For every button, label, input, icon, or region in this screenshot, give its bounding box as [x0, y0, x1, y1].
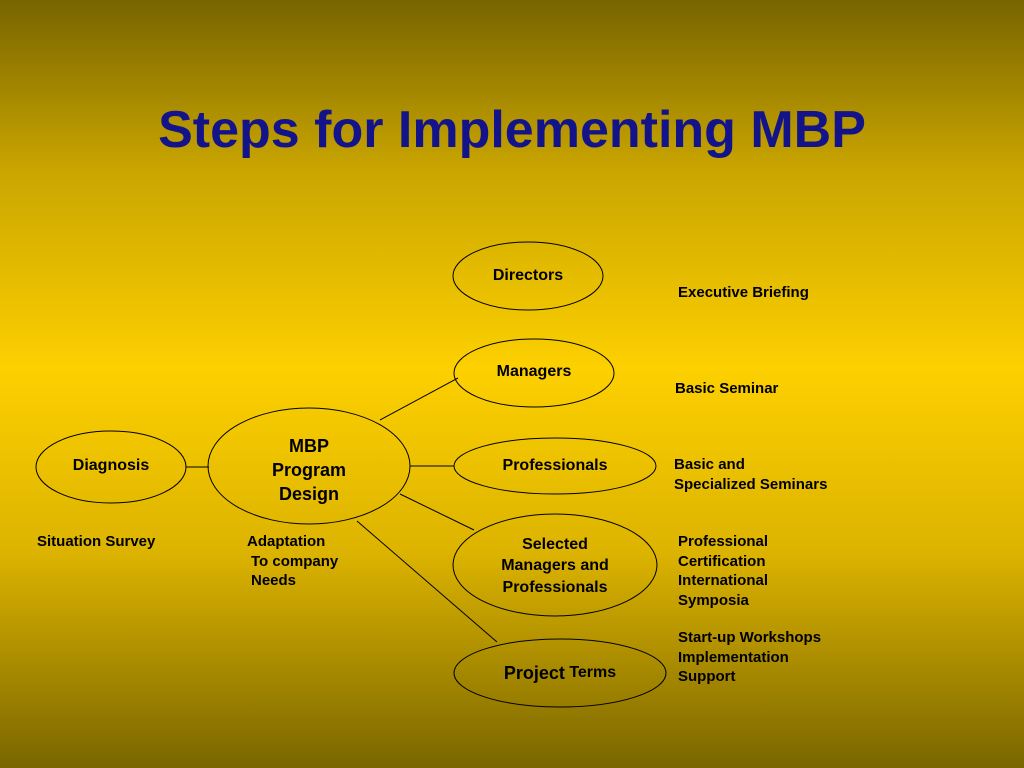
- executive-briefing-note: Executive Briefing: [678, 284, 809, 301]
- managers-ellipse: [453, 338, 615, 408]
- diagnosis-ellipse: [35, 430, 187, 504]
- slide-title: Steps for Implementing MBP: [158, 101, 866, 159]
- mbp-ellipse: [207, 407, 411, 525]
- selected-ellipse: [452, 513, 658, 617]
- startup-workshops-note: Start-up Workshops Implementation Suppor…: [678, 629, 822, 685]
- professionals-label: Professionals: [502, 457, 608, 475]
- connector-mbp-project: [356, 520, 498, 643]
- mbp-program-design-label: MBP Program Design: [271, 435, 347, 505]
- directors-label: Directors: [492, 267, 564, 285]
- professional-certification-note: Professional Certification International…: [678, 533, 769, 609]
- selected-managers-professionals-label: Selected Managers and Professionals: [501, 535, 609, 596]
- connector-mbp-managers: [379, 377, 459, 421]
- professionals-ellipse: [453, 437, 657, 495]
- diagnosis-label: Diagnosis: [72, 457, 150, 475]
- situation-survey-note: Situation Survey: [37, 533, 156, 550]
- project-terms-label: Project Terms: [503, 662, 617, 683]
- basic-specialized-seminars-note: Basic and Specialized Seminars: [674, 456, 828, 493]
- basic-seminar-note: Basic Seminar: [675, 380, 779, 397]
- connector-mbp-selected: [399, 493, 475, 531]
- adaptation-note: Adaptation To company Needs: [247, 533, 339, 589]
- managers-label: Managers: [496, 363, 572, 381]
- project-ellipse: [453, 638, 667, 708]
- directors-ellipse: [452, 241, 604, 311]
